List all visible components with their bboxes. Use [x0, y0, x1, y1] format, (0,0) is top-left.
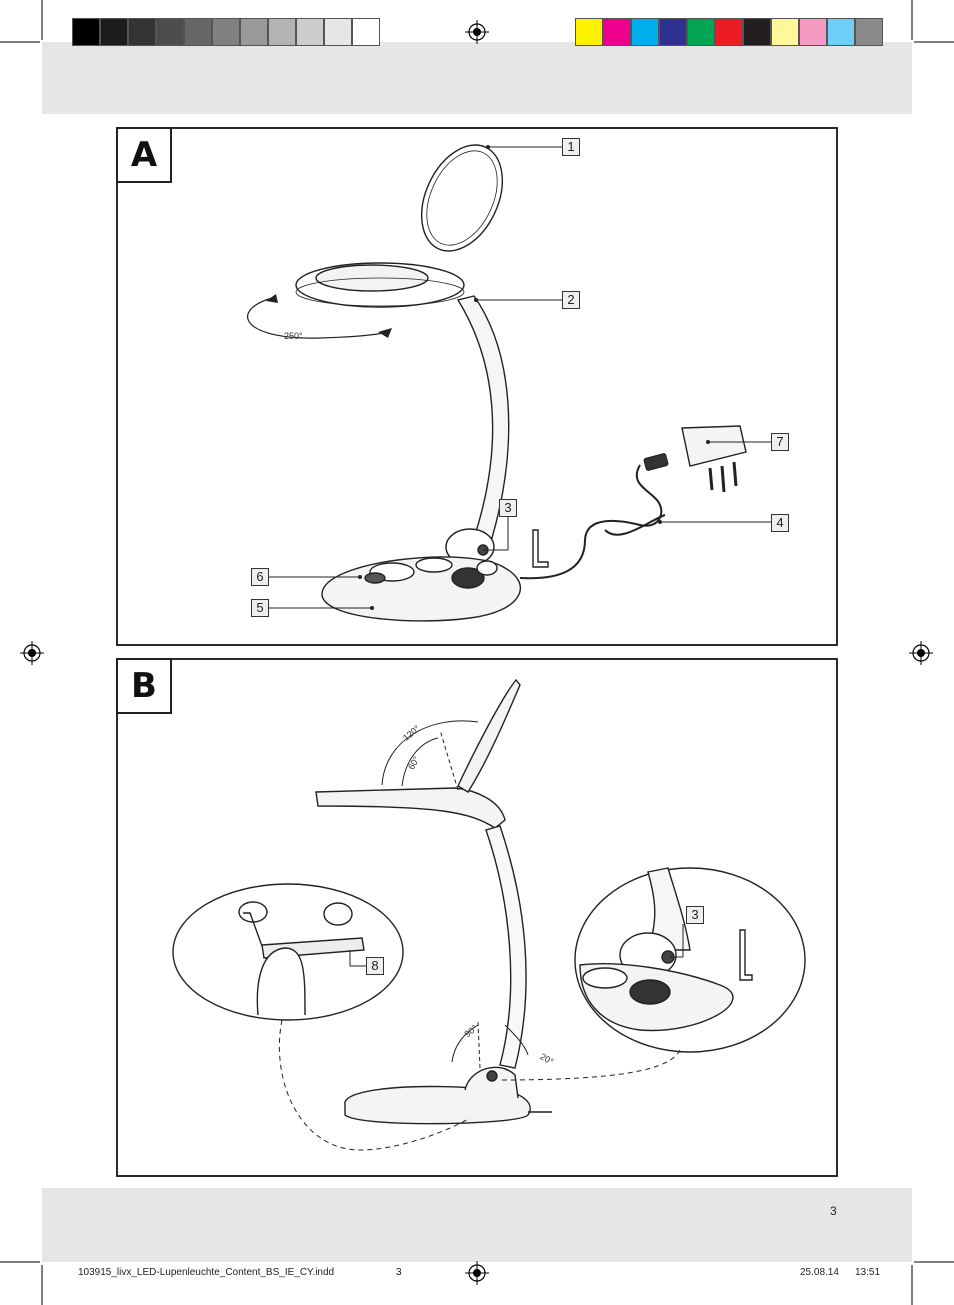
gray-swatch	[268, 18, 296, 46]
callout-3: 3	[499, 499, 517, 517]
footer-date: 25.08.14	[800, 1267, 839, 1278]
color-swatch	[827, 18, 855, 46]
top-band	[42, 42, 912, 114]
registration-mark-bottom	[465, 1261, 489, 1285]
footer-file-page: 3	[396, 1267, 402, 1278]
gray-swatch	[240, 18, 268, 46]
callout-6: 6	[251, 568, 269, 586]
callout-1: 1	[562, 138, 580, 156]
color-swatch	[575, 18, 603, 46]
gray-swatch	[324, 18, 352, 46]
registration-mark-right	[909, 641, 933, 665]
callout-3-inset: 3	[686, 906, 704, 924]
figure-a-label: A	[116, 127, 172, 183]
footer-time: 13:51	[855, 1267, 881, 1278]
gray-swatch	[184, 18, 212, 46]
color-swatch	[687, 18, 715, 46]
gray-swatch	[156, 18, 184, 46]
color-swatch	[743, 18, 771, 46]
figure-b-label: B	[116, 658, 172, 714]
gray-swatch	[352, 18, 380, 46]
gray-swatch	[100, 18, 128, 46]
color-swatch	[715, 18, 743, 46]
callout-7: 7	[771, 433, 789, 451]
page-number: 3	[830, 1204, 837, 1218]
gray-swatch	[128, 18, 156, 46]
callout-8: 8	[366, 957, 384, 975]
callout-4: 4	[771, 514, 789, 532]
registration-mark-left	[20, 641, 44, 665]
gray-swatch	[212, 18, 240, 46]
color-swatch	[603, 18, 631, 46]
gray-swatch	[72, 18, 100, 46]
callout-2: 2	[562, 291, 580, 309]
bottom-band	[42, 1188, 912, 1262]
footer-filename: 103915_livx_LED-Lupenleuchte_Content_BS_…	[78, 1267, 335, 1278]
color-swatch	[631, 18, 659, 46]
registration-mark-top	[465, 20, 489, 44]
color-swatch	[799, 18, 827, 46]
color-swatch	[771, 18, 799, 46]
color-swatch	[855, 18, 883, 46]
rotation-angle-label: 250°	[284, 331, 303, 341]
color-swatch	[659, 18, 687, 46]
callout-5: 5	[251, 599, 269, 617]
gray-swatch	[296, 18, 324, 46]
